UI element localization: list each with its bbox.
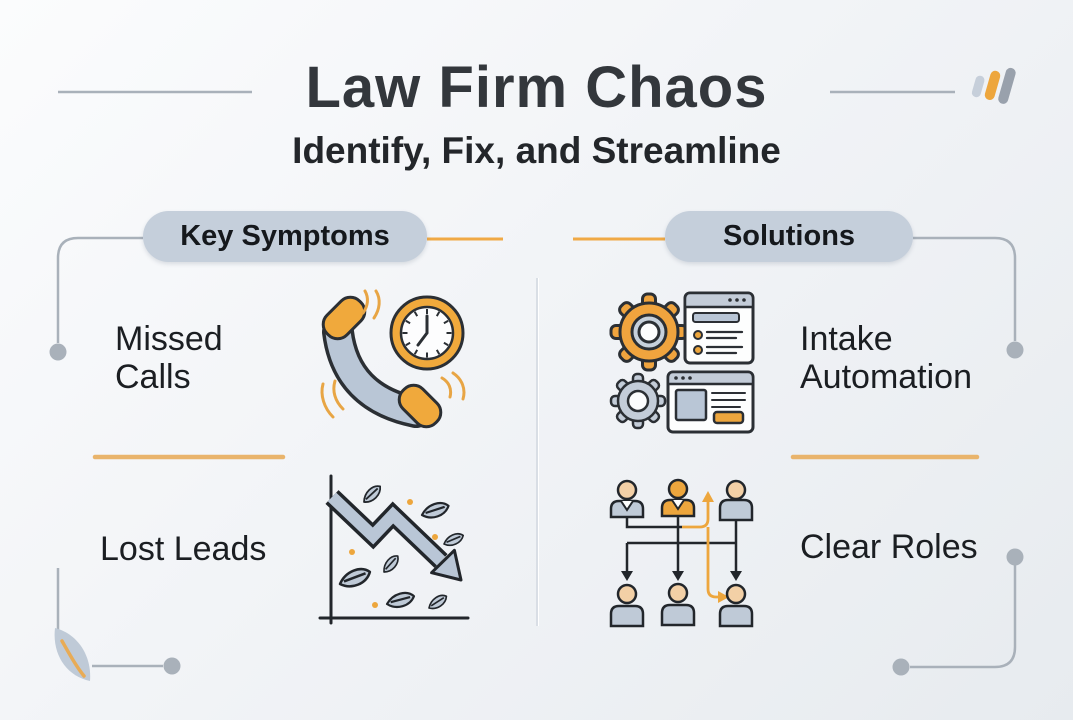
item-label-missed-calls: Missed Calls xyxy=(115,320,223,397)
orange-gear-icon xyxy=(609,292,689,372)
symptoms-connector-dot xyxy=(49,343,67,361)
person-top-left xyxy=(609,479,645,519)
phone-handset-icon xyxy=(321,295,443,429)
declining-arrow xyxy=(325,490,463,582)
leaf-line-dot xyxy=(163,657,181,675)
clear-roles-org-chart-icon xyxy=(609,478,754,628)
page-title: Law Firm Chaos xyxy=(305,55,768,120)
org-arrowheads xyxy=(621,571,742,581)
org-lines xyxy=(625,516,738,571)
lost-leads-declining-chart-icon xyxy=(318,474,470,625)
browser-window-bottom-icon xyxy=(666,370,755,434)
leaf-corner-icon xyxy=(54,628,91,681)
three-rising-bars-logo-icon xyxy=(971,67,1016,104)
column-header-solutions: Solutions xyxy=(665,211,913,262)
clock-icon xyxy=(389,295,465,371)
intake-automation-gears-icon xyxy=(609,291,755,434)
item-label-lost-leads: Lost Leads xyxy=(100,530,267,568)
person-bottom-right xyxy=(718,583,754,628)
browser-window-top-icon xyxy=(683,291,755,365)
person-bottom-middle xyxy=(660,582,696,627)
missed-calls-phone-clock-icon xyxy=(320,289,466,429)
org-orange-arrowheads xyxy=(702,491,729,603)
orange-dots xyxy=(349,499,438,608)
person-top-middle xyxy=(660,478,696,518)
person-top-right xyxy=(718,479,754,522)
center-divider xyxy=(536,278,538,626)
roles-connector-dot-end xyxy=(892,658,910,676)
ring-waves-icon xyxy=(320,289,466,419)
org-orange-flow xyxy=(682,501,718,599)
column-header-key-symptoms: Key Symptoms xyxy=(143,211,427,262)
person-bottom-left xyxy=(609,583,645,628)
page-subtitle: Identify, Fix, and Streamline xyxy=(292,130,781,171)
roles-connector-line xyxy=(910,565,1017,669)
gray-gear-icon xyxy=(609,372,667,430)
item-label-clear-roles: Clear Roles xyxy=(800,528,978,566)
leaves xyxy=(338,485,465,610)
item-label-intake-automation: Intake Automation xyxy=(800,320,972,397)
